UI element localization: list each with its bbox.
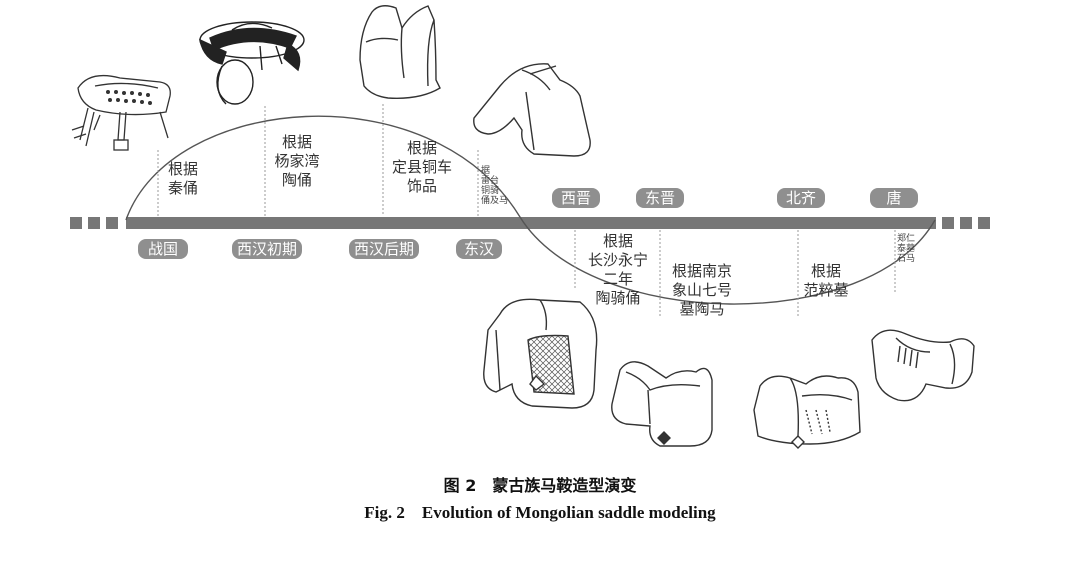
saddle-dongjin-icon [611, 361, 713, 447]
period-donghan: 东汉 [456, 239, 502, 259]
period-zhanguo: 战国 [138, 239, 188, 259]
period-dongjin: 东晋 [636, 188, 684, 208]
saddle-zhanguo-icon [71, 74, 171, 151]
saddle-xihan-late-icon [359, 5, 441, 99]
source-zheng-ren-tai-label: 郑仁 泰墓 石马 [897, 234, 916, 264]
figure-caption-chinese: 图 2 蒙古族马鞍造型演变 [443, 476, 637, 495]
source-leitai-label: 据 雷台 铜骑 俑及马 [481, 166, 509, 206]
source-changsha-label: 根据 长沙永宁 二年 陶骑俑 [587, 232, 648, 307]
period-tang: 唐 [870, 188, 918, 208]
source-yangjiawan-label: 根据 杨家湾 陶俑 [274, 133, 320, 189]
saddle-xihan-early-icon [199, 21, 305, 105]
saddle-donghan-icon [473, 63, 591, 157]
period-xijin: 西晋 [552, 188, 600, 208]
figure-caption-english: Fig. 2 Evolution of Mongolian saddle mod… [364, 503, 716, 522]
period-xihan-late: 西汉后期 [349, 239, 419, 259]
upper-dividers [157, 104, 479, 216]
period-beiqi: 北齐 [777, 188, 825, 208]
source-dingxian-label: 根据 定县铜车 饰品 [391, 139, 452, 195]
period-xihan-early: 西汉初期 [232, 239, 302, 259]
saddle-beiqi-icon [753, 375, 861, 449]
lower-dividers [574, 230, 896, 318]
source-fancui-label: 根据 范粹墓 [803, 262, 849, 299]
saddle-tang-icon [871, 329, 975, 402]
source-nanjing-label: 根据南京 象山七号 墓陶马 [671, 262, 732, 318]
source-qin-label: 根据 秦俑 [167, 160, 198, 197]
saddle-xijin-icon [483, 298, 598, 409]
timeline-bar [70, 217, 990, 229]
evolution-curve [125, 115, 936, 305]
